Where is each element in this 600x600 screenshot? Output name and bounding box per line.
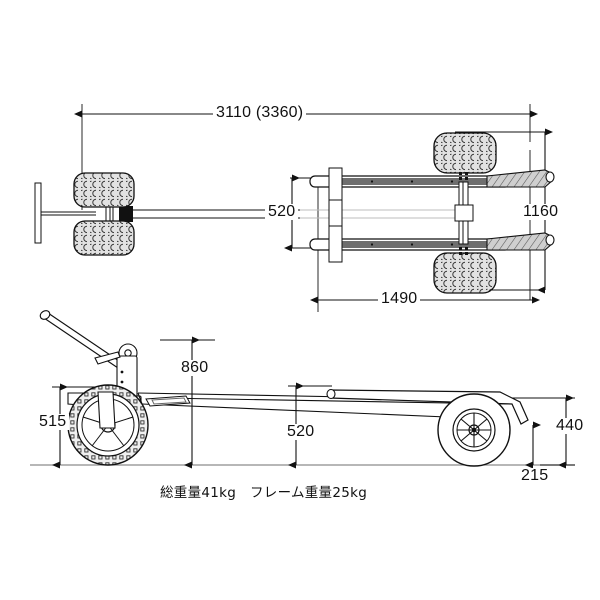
- dimension-label-track-width: 1160: [520, 204, 562, 220]
- rear-wheel-side: [437, 393, 511, 467]
- front-right-tyre-top: [73, 220, 135, 256]
- frame-rail-upper: [309, 169, 555, 188]
- dimension-label-front-wheel-height: 515: [36, 414, 70, 430]
- dimension-label-inner-width: 520: [265, 204, 299, 220]
- brand-decal: [145, 395, 191, 407]
- frame-post-side: [97, 391, 116, 429]
- weight-caption: 総重量41kg フレーム重量25kg: [160, 485, 368, 501]
- frame-cross-members: [328, 167, 474, 263]
- side-view-group: [30, 310, 575, 469]
- top-view-group: [34, 104, 555, 312]
- rear-left-tyre-top: [433, 132, 497, 174]
- dimension-label-wheelbase: 1490: [378, 291, 421, 307]
- dimension-label-rear-clearance: 215: [518, 468, 552, 484]
- dimension-label-overall-length: 3110 (3360): [213, 105, 307, 121]
- dimension-label-frame-height: 520: [284, 424, 318, 440]
- rear-right-tyre-top: [433, 252, 497, 294]
- dimension-label-rear-height: 440: [553, 418, 587, 434]
- hub-bolt-pattern: [459, 172, 468, 255]
- frame-rail-lower: [309, 232, 555, 251]
- dimension-label-hitch-height: 860: [178, 360, 212, 376]
- front-left-tyre-top: [73, 172, 135, 208]
